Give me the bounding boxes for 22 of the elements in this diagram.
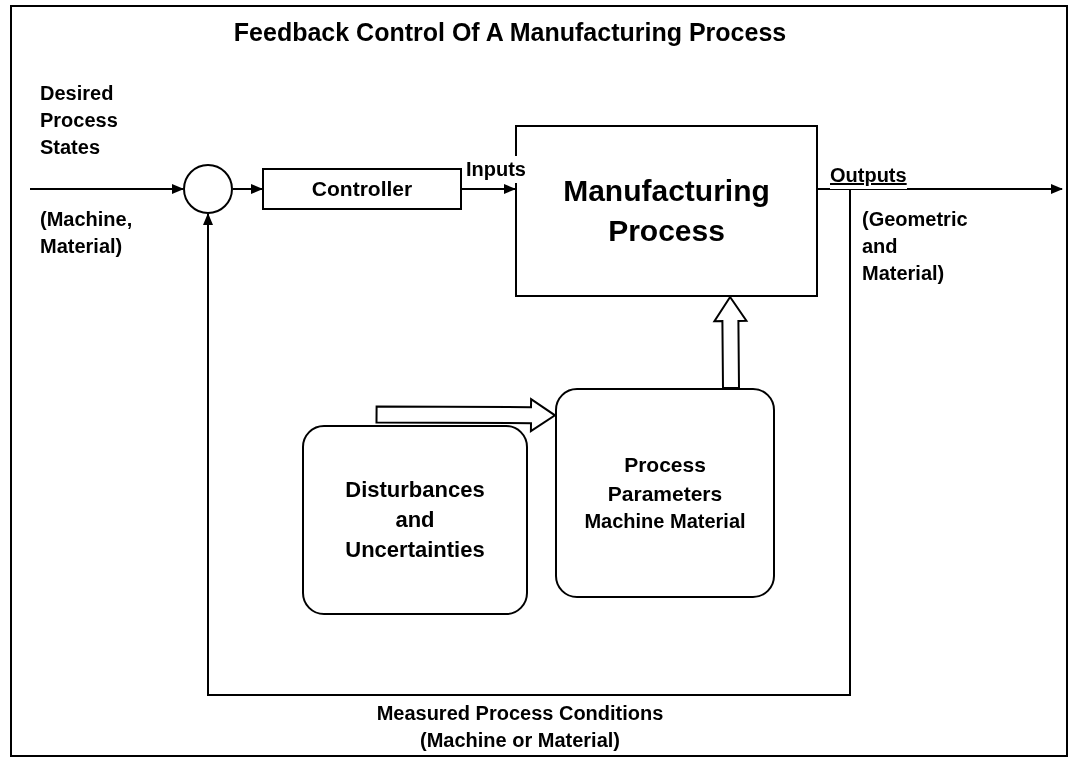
- arrow: [232, 184, 263, 194]
- node-title: Disturbances and Uncertainties: [344, 476, 486, 564]
- annotation-text: (Geometric and Material): [862, 207, 969, 286]
- arrow: [29, 184, 184, 194]
- disturbances-box: [302, 425, 528, 615]
- arrow: [461, 184, 516, 194]
- annotation-text: Measured Process Conditions: [375, 701, 665, 726]
- summing-junction: [183, 164, 233, 214]
- arrow: [203, 188, 851, 696]
- annotation-text: (Machine or Material): [418, 728, 621, 753]
- node-title: Controller: [310, 175, 414, 202]
- node-title: Manufacturing Process: [562, 172, 771, 249]
- hollow-arrow: [712, 295, 749, 390]
- controller-box: [262, 168, 462, 210]
- edge-label: Inputs: [466, 156, 526, 183]
- annotation-text: Desired Process States: [40, 81, 119, 160]
- hollow-arrow: [375, 397, 557, 434]
- node-title: Process Parameters: [606, 452, 724, 507]
- node-detail: Machine Material: [583, 508, 747, 534]
- annotation-text: (Machine, Material): [40, 207, 134, 259]
- diagram-title: Feedback Control Of A Manufacturing Process: [232, 18, 788, 47]
- parameters-box: [555, 388, 775, 598]
